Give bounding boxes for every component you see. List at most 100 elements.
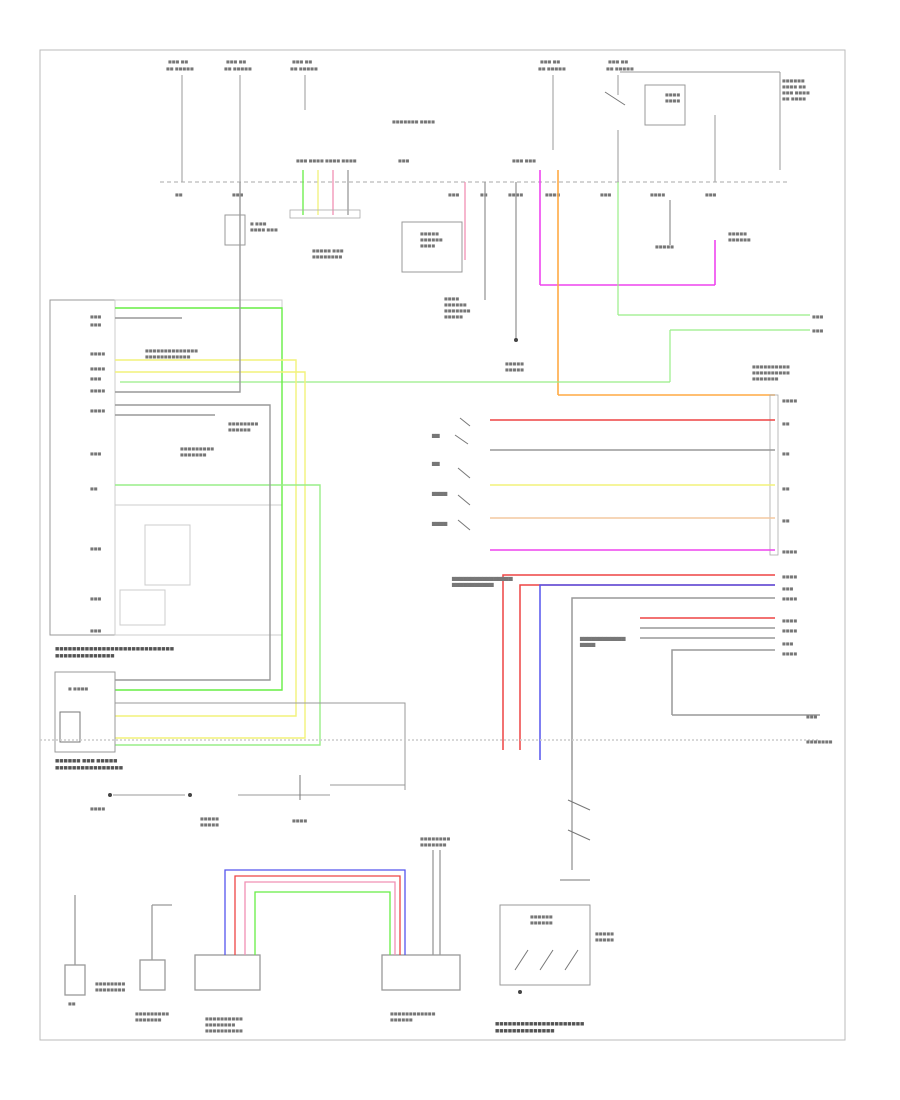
svg-text:■■■: ■■■ (90, 314, 102, 319)
svg-text:■■■■: ■■■■ (90, 351, 105, 356)
svg-text:■■■ ■■■■: ■■■ ■■■■ (782, 90, 810, 95)
svg-text:■■■■■■■■■■: ■■■■■■■■■■ (752, 370, 790, 375)
svg-text:■■■: ■■■ (812, 328, 824, 333)
svg-text:■■■■: ■■■■ (580, 642, 595, 647)
svg-text:■■■: ■■■ (705, 192, 717, 197)
svg-text:■■■■: ■■■■ (420, 243, 435, 248)
svg-text:■■■■: ■■■■ (90, 806, 105, 811)
transmission-control-switch: ■ ■■■■ ■■■■■■ ■■■ ■■■■■ ■■■■■■■■■■■■■■■■ (54, 671, 406, 790)
svg-text:■■■■■■■■■■■■■■■■■■■■■■■■■■■■: ■■■■■■■■■■■■■■■■■■■■■■■■■■■■ (55, 647, 174, 652)
svg-text:■■■■■■■■: ■■■■■■■■ (420, 836, 450, 841)
svg-text:■■■■: ■■■■ (665, 98, 680, 103)
top-power-lines (181, 71, 781, 182)
svg-text:■■■■■■■■: ■■■■■■■■ (95, 981, 125, 986)
svg-text:■■■■■■: ■■■■■■ (530, 920, 553, 925)
svg-text:■■■: ■■■ (782, 586, 794, 591)
svg-text:■■■: ■■■ (90, 546, 102, 551)
svg-text:■■■ ■■: ■■■ ■■ (168, 59, 188, 64)
svg-text:■■■■ ■■■: ■■■■ ■■■ (250, 227, 278, 232)
bottom-connectors: ■■■■■■■■■■■■■■■■ ■■■■■■■■■■■■■■■■ ■■■■■■… (64, 836, 461, 1033)
junction-labels: ■■■ ■■■■ ■■■■ ■■■■ ■■■ ■■■ ■■■ ■■■■■ ■■■… (175, 158, 717, 197)
svg-text:■■■■■■■■■■■: ■■■■■■■■■■■ (452, 582, 494, 587)
svg-text:■■: ■■ (432, 461, 440, 466)
ecm-wires (115, 182, 321, 746)
svg-text:■■■: ■■■ (90, 451, 102, 456)
svg-text:■■■■■■: ■■■■■■ (420, 237, 443, 242)
svg-text:■■■■■■: ■■■■■■ (530, 914, 553, 919)
svg-text:■■: ■■ (175, 192, 183, 197)
svg-text:■■■■: ■■■■ (545, 192, 560, 197)
svg-text:■■■■■■■■■■■■■■■■: ■■■■■■■■■■■■■■■■ (452, 576, 513, 581)
svg-text:■ ■■■: ■ ■■■ (250, 221, 267, 226)
svg-text:■■■■: ■■■■ (444, 296, 459, 301)
svg-text:■■■ ■■: ■■■ ■■ (226, 59, 246, 64)
svg-text:■■: ■■ (432, 433, 440, 438)
svg-text:■■■■: ■■■■ (782, 651, 797, 656)
svg-text:■■■■: ■■■■ (782, 574, 797, 579)
svg-text:■■■■■■■: ■■■■■■■ (420, 842, 447, 847)
svg-text:■■■: ■■■ (600, 192, 612, 197)
svg-text:■■■■■■■■■■■■■■: ■■■■■■■■■■■■■■ (55, 654, 115, 659)
svg-text:■■■: ■■■ (398, 158, 410, 163)
svg-text:■■■■: ■■■■ (90, 388, 105, 393)
svg-text:■■: ■■ (68, 1001, 76, 1006)
svg-text:■■■■ ■■: ■■■■ ■■ (782, 84, 806, 89)
svg-text:■■■■■: ■■■■■ (728, 231, 747, 236)
svg-text:■■■ ■■: ■■■ ■■ (540, 59, 560, 64)
light-green-wires: ■■■■■■ (120, 182, 824, 383)
svg-text:■■■: ■■■ (232, 192, 244, 197)
svg-text:■■■■■■■: ■■■■■■■ (752, 376, 779, 381)
svg-text:■■■■■■■■■■: ■■■■■■■■■■ (205, 1016, 243, 1021)
ground-points: ■■■■■■■■■ ■■■■■■■■■ (90, 775, 405, 827)
svg-text:■■■■■■■ ■■■■: ■■■■■■■ ■■■■ (392, 119, 435, 124)
svg-text:■■■■■■■: ■■■■■■■ (444, 308, 471, 313)
svg-text:■■■■: ■■■■ (782, 628, 797, 633)
svg-text:■■■ ■■: ■■■ ■■ (608, 59, 628, 64)
svg-text:■■■■■■■■■■■■■■: ■■■■■■■■■■■■■■ (495, 1029, 555, 1034)
svg-text:■■■■■■■■■■: ■■■■■■■■■■ (752, 364, 790, 369)
svg-text:■■■■■■■■■■■■■■■■■■■■■: ■■■■■■■■■■■■■■■■■■■■■ (495, 1022, 584, 1027)
svg-text:■■■: ■■■ (782, 641, 794, 646)
shift-lock-solenoid: ■■■■■■■■■■■■ ■■■■■■■■■■ ■■■■■■■■■■■■■■■■… (495, 904, 614, 1034)
svg-text:■■■■: ■■■■ (665, 92, 680, 97)
svg-text:■■■■■■: ■■■■■■ (782, 78, 805, 83)
svg-text:■■■■■■: ■■■■■■ (228, 427, 251, 432)
svg-text:■■■: ■■■ (812, 314, 824, 319)
svg-text:■■ ■■■■■: ■■ ■■■■■ (290, 66, 318, 71)
harness-switches: ■■■■ ■■■■■■■■ ■■■■■■■■■■■■■■■■■■■■■■■■■■… (432, 417, 626, 648)
svg-text:■■■■■: ■■■■■ (505, 361, 524, 366)
svg-text:■■■■: ■■■■ (90, 366, 105, 371)
svg-text:■■■■■■■■■■■■: ■■■■■■■■■■■■ (390, 1011, 436, 1016)
meter-harness: ■■■■■■ ■■■■ ■■■■■■ ■■■■■■■ ■■■■■■■■ ■■■■… (40, 364, 833, 770)
svg-text:■■■■■■■■: ■■■■■■■■ (95, 987, 125, 992)
svg-text:■■: ■■ (782, 486, 790, 491)
svg-text:■■■■■■■■■■■■: ■■■■■■■■■■■■ (580, 636, 626, 641)
svg-text:■■■■: ■■■■ (782, 596, 797, 601)
svg-text:■ ■■■■: ■ ■■■■ (68, 686, 88, 691)
svg-text:■■■■■■■■: ■■■■■■■■ (205, 1022, 235, 1027)
svg-text:■■■■: ■■■■ (292, 818, 307, 823)
svg-text:■■■ ■■■: ■■■ ■■■ (512, 158, 536, 163)
svg-text:■■■■■■■■■■: ■■■■■■■■■■ (205, 1028, 243, 1033)
svg-text:■■■■■: ■■■■■ (505, 367, 524, 372)
svg-text:■■■■: ■■■■ (90, 408, 105, 413)
svg-text:■■■■■■■: ■■■■■■■ (180, 452, 207, 457)
svg-text:■■■■: ■■■■ (432, 521, 447, 526)
relay-box: ■■■■■■■■ (604, 84, 686, 126)
svg-text:■■■■■■■: ■■■■■■■ (135, 1017, 162, 1022)
svg-text:■■■■■■■■■: ■■■■■■■■■ (135, 1011, 169, 1016)
junction-stubs (289, 170, 775, 396)
svg-text:■■■: ■■■ (806, 714, 818, 719)
svg-text:■■ ■■■■■: ■■ ■■■■■ (538, 66, 566, 71)
svg-text:■■■■: ■■■■ (432, 491, 447, 496)
diagram-frame (39, 49, 846, 1041)
svg-text:■■■ ■■■■ ■■■■ ■■■■: ■■■ ■■■■ ■■■■ ■■■■ (296, 158, 357, 163)
svg-text:■■■■■ ■■■: ■■■■■ ■■■ (312, 248, 344, 253)
svg-text:■■: ■■ (782, 451, 790, 456)
svg-text:■■■: ■■■ (90, 596, 102, 601)
svg-text:■■■■■■■: ■■■■■■■ (806, 739, 833, 744)
shift-lock-switches (560, 770, 591, 881)
svg-text:■■■: ■■■ (90, 628, 102, 633)
svg-text:■■■■■■ ■■■ ■■■■■: ■■■■■■ ■■■ ■■■■■ (55, 759, 117, 764)
